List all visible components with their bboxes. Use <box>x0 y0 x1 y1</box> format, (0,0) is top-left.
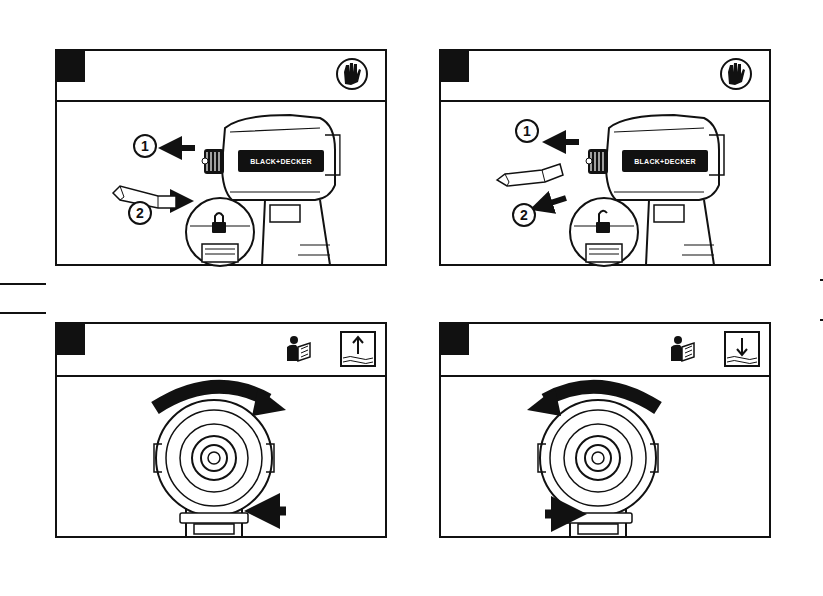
brand-logo: BLACK+DECKER <box>250 157 312 166</box>
brand-logo: BLACK+DECKER <box>634 157 696 166</box>
callout-number: 1 <box>523 123 531 139</box>
panel-frames <box>56 50 770 537</box>
callout-number: 2 <box>520 207 528 223</box>
callout-number: 1 <box>141 138 149 154</box>
callout-number: 2 <box>136 205 144 221</box>
